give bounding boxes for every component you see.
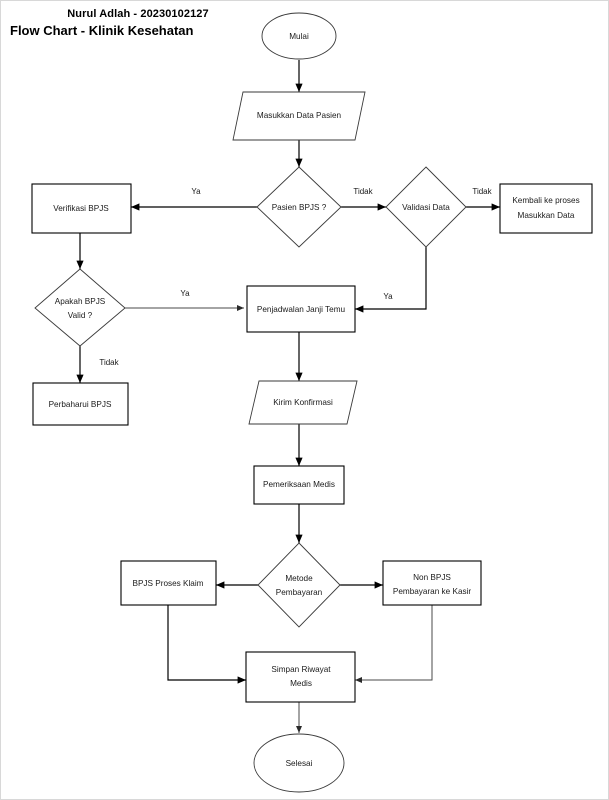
connector-layer: Verifikasi BPJS (left) --> Validasi Data… xyxy=(76,60,500,733)
edge-label-validasi-ya: Ya xyxy=(383,292,393,301)
node-bpjs-proses-klaim[interactable]: BPJS Proses Klaim xyxy=(120,560,217,606)
node-kirim-konfirmasi[interactable]: Kirim Konfirmasi xyxy=(248,380,358,425)
node-kembali-label-line1: Kembali ke proses xyxy=(512,196,579,205)
node-nonbpjs-label-line2: Pembayaran ke Kasir xyxy=(393,587,472,596)
edge-nonbpjs-to-simpan xyxy=(355,604,433,683)
node-mulai[interactable]: Mulai xyxy=(261,12,337,60)
edge-bpjsklaim-to-simpan xyxy=(167,605,246,684)
node-validasi-label: Validasi Data xyxy=(402,203,450,212)
node-non-bpjs-kasir[interactable]: Non BPJS Pembayaran ke Kasir xyxy=(382,560,482,606)
title-block: Nurul Adlah - 20230102127 Flow Chart - K… xyxy=(8,8,268,38)
node-simpan-label-line1: Simpan Riwayat xyxy=(271,665,331,674)
edge-label-pasienbpjs-tidak: Tidak xyxy=(353,187,373,196)
node-kirim-label: Kirim Konfirmasi xyxy=(273,398,333,407)
node-nonbpjs-label-line1: Non BPJS xyxy=(413,573,451,582)
node-simpan-label-line2: Medis xyxy=(290,679,312,688)
node-apakahvalid-label-line1: Apakah BPJS xyxy=(55,297,106,306)
node-metode-label-line1: Metode xyxy=(285,574,313,583)
node-mulai-label: Mulai xyxy=(289,32,309,41)
node-perbaharui-label: Perbaharui BPJS xyxy=(49,400,112,409)
node-selesai-label: Selesai xyxy=(286,759,313,768)
node-perbaharui-bpjs[interactable]: Perbaharui BPJS xyxy=(32,382,129,426)
node-apakahvalid-label-line2: Valid ? xyxy=(68,311,93,320)
edge-validasi-ya-penjadwalan xyxy=(355,247,427,313)
node-verifikasi-label: Verifikasi BPJS xyxy=(53,204,109,213)
edge-label-apakahvalid-ya: Ya xyxy=(180,289,190,298)
node-pemeriksaan-label: Pemeriksaan Medis xyxy=(263,480,335,489)
page-title: Flow Chart - Klinik Kesehatan xyxy=(10,23,194,38)
edge-label-layer: Ya Tidak Tidak Ya Ya Tidak xyxy=(99,187,492,367)
node-selesai[interactable]: Selesai xyxy=(253,733,345,793)
author-line: Nurul Adlah - 20230102127 xyxy=(67,8,209,20)
node-metode-pembayaran-decision[interactable]: Metode Pembayaran xyxy=(257,542,341,628)
node-penjadwalan-janji-temu[interactable]: Penjadwalan Janji Temu xyxy=(246,285,356,333)
node-kembali-ke-proses[interactable]: Kembali ke proses Masukkan Data xyxy=(499,183,593,234)
node-pasien-bpjs-label: Pasien BPJS ? xyxy=(272,203,327,212)
node-masukkan-data-pasien[interactable]: Masukkan Data Pasien xyxy=(232,91,366,141)
edge-label-apakahvalid-tidak: Tidak xyxy=(99,358,119,367)
edge-label-validasi-tidak: Tidak xyxy=(472,187,492,196)
node-simpan-riwayat-medis[interactable]: Simpan Riwayat Medis xyxy=(245,651,356,703)
node-metode-label-line2: Pembayaran xyxy=(276,588,323,597)
node-kembali-label-line2: Masukkan Data xyxy=(518,211,575,220)
node-pasien-bpjs-decision[interactable]: Pasien BPJS ? xyxy=(256,166,342,248)
node-penjadwalan-label: Penjadwalan Janji Temu xyxy=(257,305,346,314)
edge-label-pasienbpjs-ya: Ya xyxy=(191,187,201,196)
node-apakah-bpjs-valid-decision[interactable]: Apakah BPJS Valid ? xyxy=(34,268,126,347)
node-bpjsklaim-label: BPJS Proses Klaim xyxy=(133,579,204,588)
node-validasi-data-decision[interactable]: Validasi Data xyxy=(385,166,467,248)
node-pemeriksaan-medis[interactable]: Pemeriksaan Medis xyxy=(253,465,345,505)
node-verifikasi-bpjs[interactable]: Verifikasi BPJS xyxy=(31,183,132,234)
node-masukkan-label: Masukkan Data Pasien xyxy=(257,111,342,120)
